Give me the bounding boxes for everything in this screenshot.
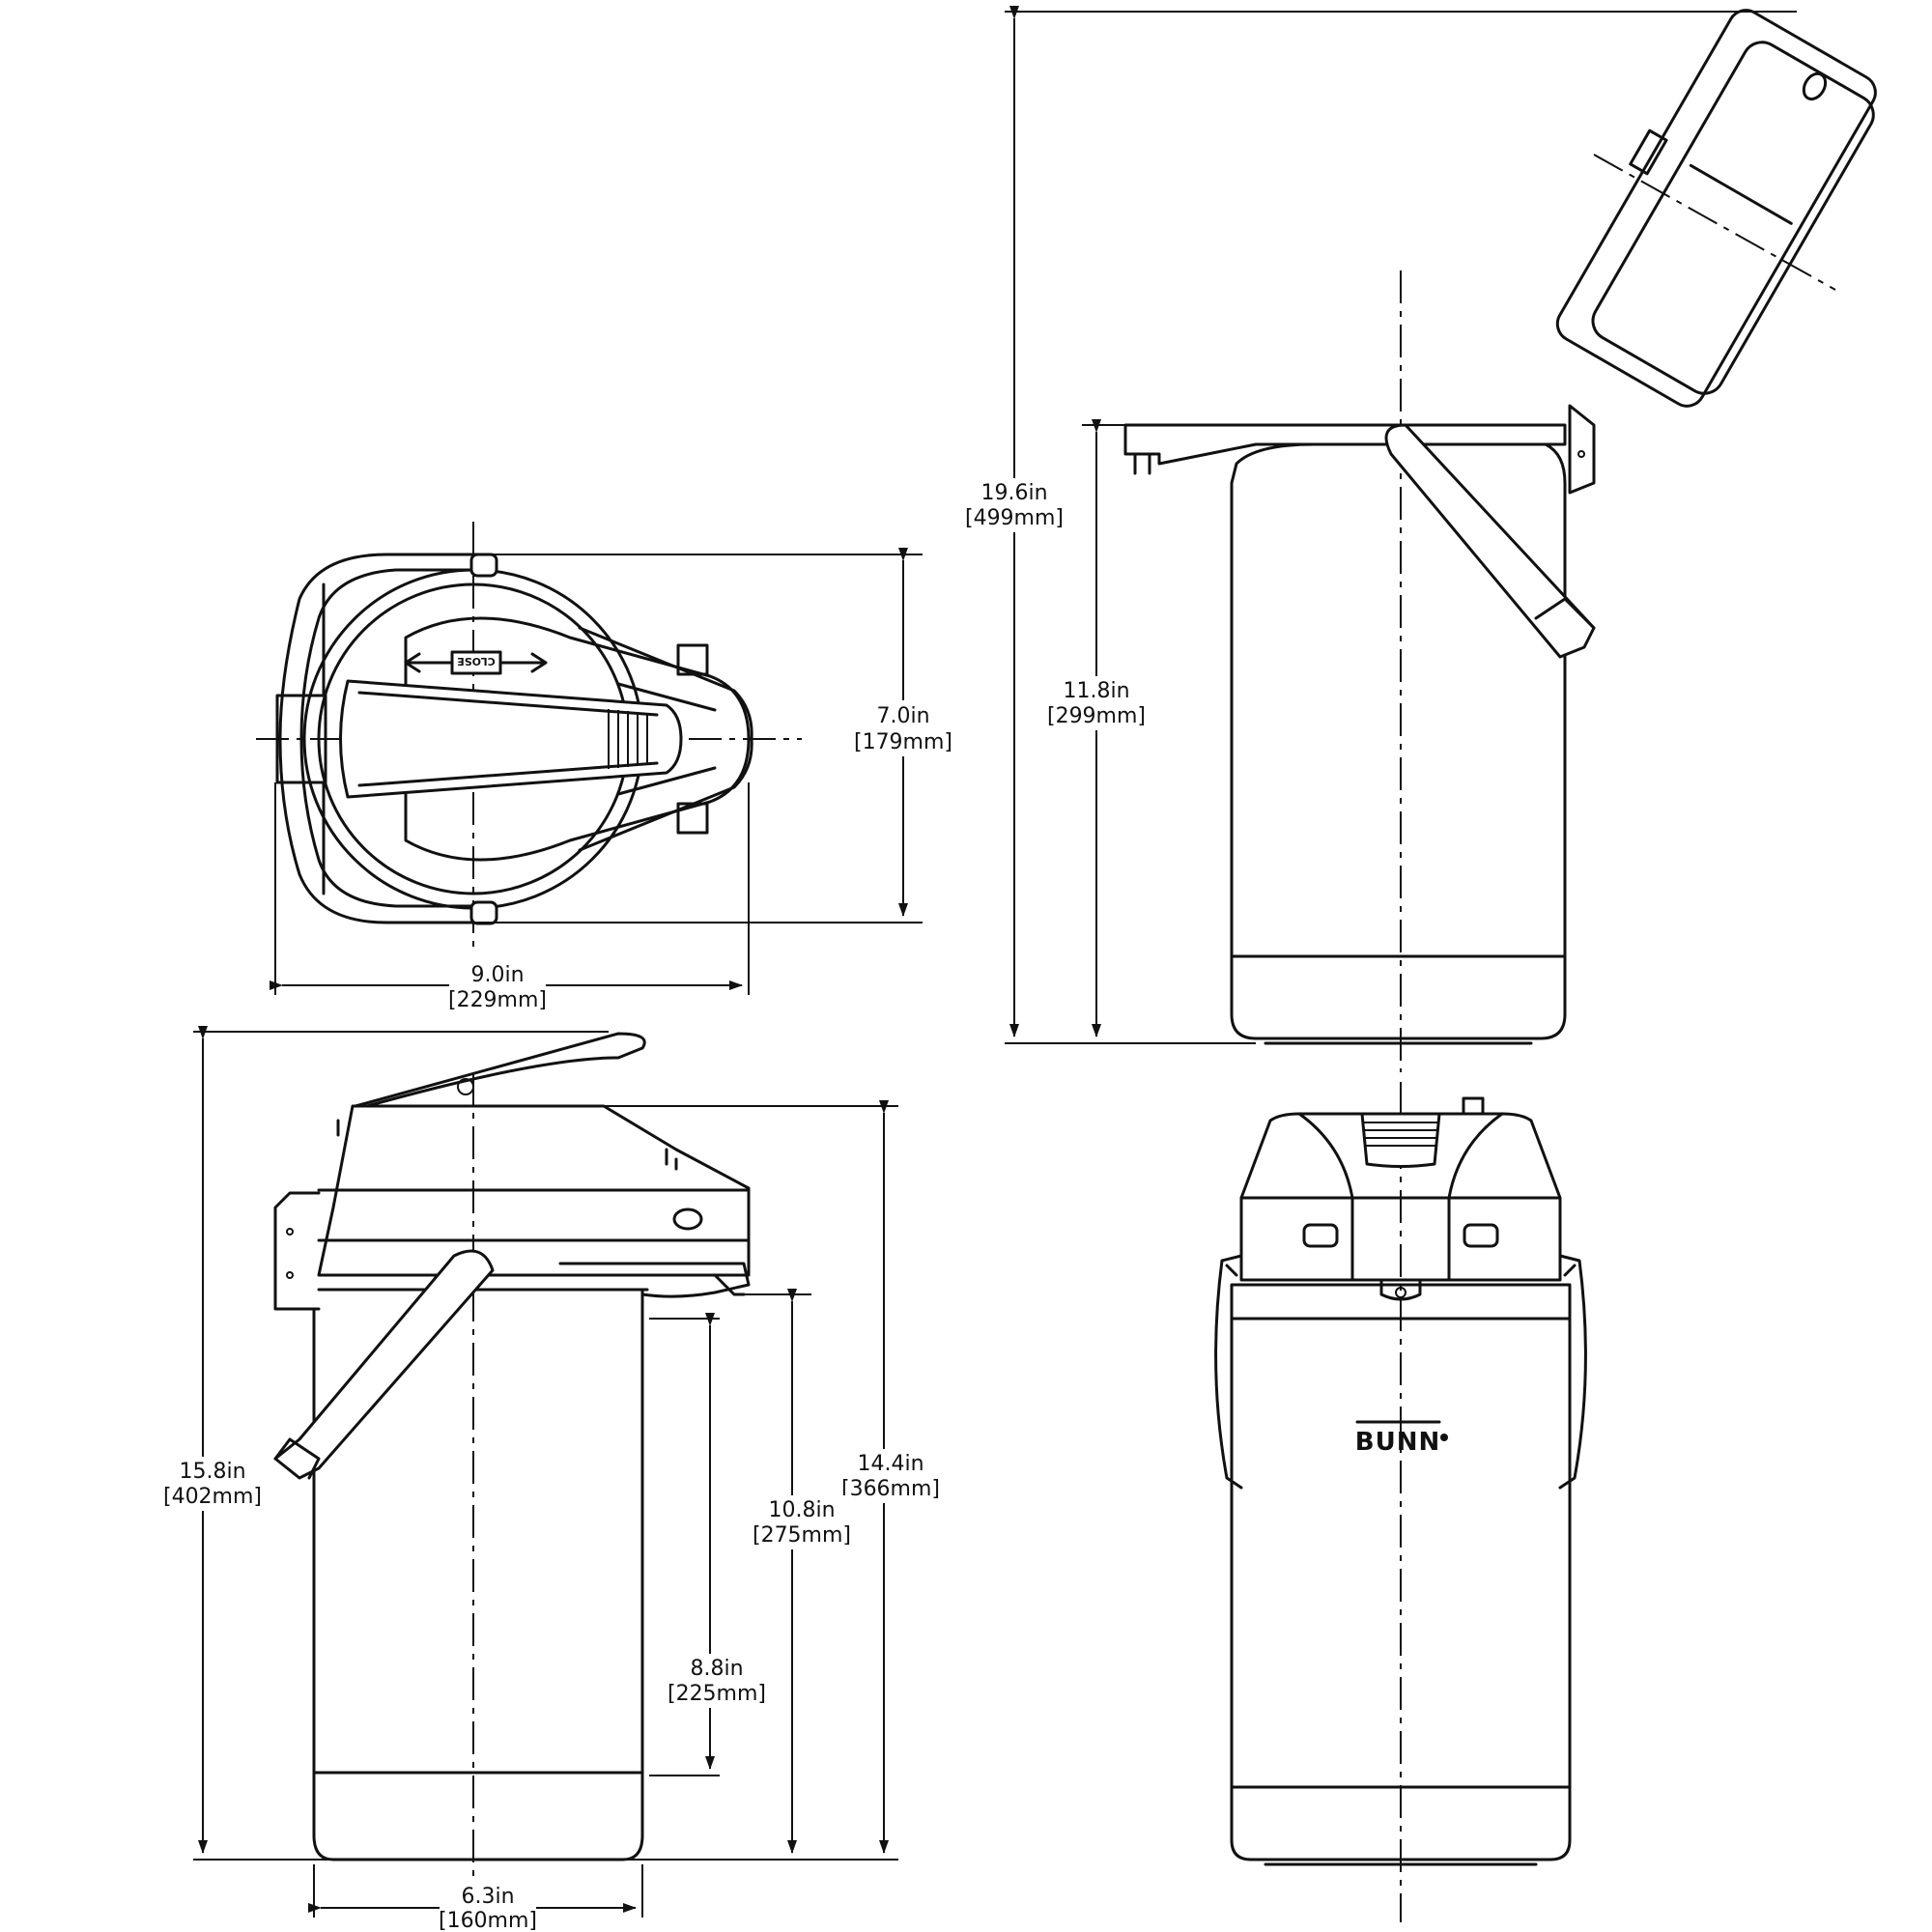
open-rear-view: 19.6in [499mm] 11.8in [299mm] [962,6,1877,1072]
side-spout-height-mm: [275mm] [753,1523,851,1548]
side-lid-open-height-in: 15.8in [179,1460,245,1484]
lid-close-label: CLOSE [457,655,495,668]
side-overall-height-mm: [366mm] [841,1477,940,1501]
side-view: 15.8in [402mm] 14.4in [366mm] 10.8in [27… [162,1026,941,1932]
top-view: CLOSE 7.0in [179mm] 9.0in [229mm] [256,522,956,1014]
brand-logo: BUNN [1355,1428,1440,1457]
side-overall-height-in: 14.4in [857,1452,923,1476]
side-lid-open-height-mm: [402mm] [163,1485,262,1509]
top-width-in: 9.0in [470,963,524,987]
side-lower-height-in: 8.8in [690,1657,743,1681]
top-depth-mm: [179mm] [854,730,952,754]
side-diameter-in: 6.3in [461,1885,514,1909]
top-depth-in: 7.0in [876,704,929,728]
rear-total-height-mm: [499mm] [965,506,1064,530]
top-width-mm: [229mm] [448,988,547,1012]
rear-body-height-in: 11.8in [1063,679,1129,703]
side-diameter-mm: [160mm] [439,1909,537,1932]
rear-body-height-mm: [299mm] [1047,704,1146,728]
side-spout-height-in: 10.8in [768,1498,835,1522]
rear-total-height-in: 19.6in [980,481,1047,505]
side-lower-height-mm: [225mm] [668,1682,766,1706]
front-view: BUNN [1214,1082,1587,1922]
